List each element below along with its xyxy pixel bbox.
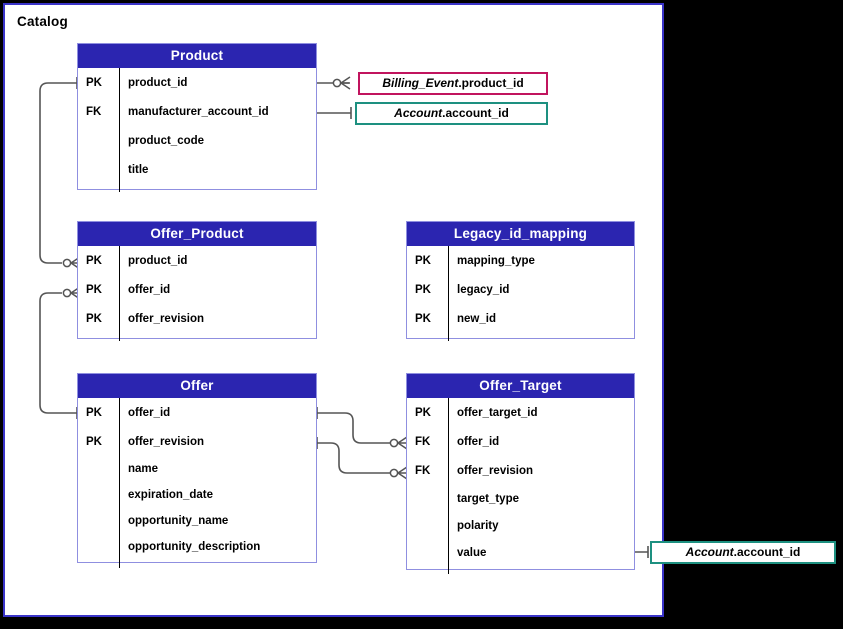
- attribute-row[interactable]: FK offer_id: [407, 427, 634, 456]
- attribute-row[interactable]: PK offer_target_id: [407, 398, 634, 427]
- attribute-name: name: [128, 463, 159, 475]
- entity-offer-target[interactable]: Offer_Target PK offer_target_id FK offer…: [406, 373, 635, 574]
- attribute-key: PK: [415, 406, 431, 419]
- entity-offer-product-title: Offer_Product: [78, 222, 316, 246]
- attribute-key: PK: [415, 283, 431, 296]
- external-ref-attribute-name: .account_id: [733, 545, 801, 559]
- external-ref-account-account-id-top[interactable]: Account.account_id: [355, 102, 548, 125]
- attribute-name: manufacturer_account_id: [128, 105, 269, 118]
- external-ref-entity-name: Billing_Event: [382, 76, 459, 90]
- attribute-row[interactable]: polarity: [407, 512, 634, 539]
- attribute-key: PK: [86, 283, 102, 296]
- attribute-row[interactable]: PK offer_id: [78, 275, 316, 304]
- attribute-row[interactable]: opportunity_name: [78, 508, 316, 534]
- entity-legacy-id-mapping-title: Legacy_id_mapping: [407, 222, 634, 246]
- attribute-name: offer_id: [128, 406, 171, 419]
- entity-product-title: Product: [78, 44, 316, 68]
- attribute-row[interactable]: PK product_id: [78, 246, 316, 275]
- attribute-name: offer_id: [457, 435, 500, 448]
- attribute-row[interactable]: PK new_id: [407, 304, 634, 333]
- attribute-key: PK: [415, 312, 431, 325]
- external-ref-attribute-name: .product_id: [458, 76, 524, 90]
- attribute-name: offer_id: [128, 283, 171, 296]
- entity-offer[interactable]: Offer PK offer_id PK offer_revision name…: [77, 373, 317, 568]
- entity-offer-title: Offer: [78, 374, 316, 398]
- attribute-key: FK: [415, 435, 431, 448]
- attribute-row[interactable]: product_code: [78, 126, 316, 155]
- entity-bottom-pad: [78, 560, 316, 568]
- attribute-row[interactable]: FK offer_revision: [407, 456, 634, 485]
- attribute-name: offer_target_id: [457, 406, 538, 419]
- attribute-row[interactable]: PK mapping_type: [407, 246, 634, 275]
- attribute-row[interactable]: PK offer_id: [78, 398, 316, 427]
- attribute-name: target_type: [457, 492, 519, 505]
- entity-offer-attributes: PK offer_id PK offer_revision name expir…: [78, 398, 316, 568]
- attribute-row[interactable]: PK offer_revision: [78, 427, 316, 456]
- attribute-name: legacy_id: [457, 283, 510, 296]
- attribute-row[interactable]: title: [78, 155, 316, 184]
- attribute-row[interactable]: expiration_date: [78, 482, 316, 508]
- attribute-row[interactable]: opportunity_description: [78, 534, 316, 560]
- external-ref-account-account-id-bottom[interactable]: Account.account_id: [650, 541, 836, 564]
- entity-bottom-pad: [407, 333, 634, 341]
- attribute-row[interactable]: value: [407, 539, 634, 566]
- attribute-key: PK: [86, 406, 102, 419]
- attribute-name: opportunity_description: [128, 541, 261, 553]
- external-ref-billing-event-product-id[interactable]: Billing_Event.product_id: [358, 72, 548, 95]
- attribute-name: product_code: [128, 134, 205, 147]
- entity-product-attributes: PK product_id FK manufacturer_account_id…: [78, 68, 316, 192]
- attribute-name: opportunity_name: [128, 515, 229, 527]
- attribute-name: offer_revision: [457, 464, 534, 477]
- entity-bottom-pad: [78, 184, 316, 192]
- attribute-name: title: [128, 163, 149, 176]
- attribute-key: FK: [86, 105, 102, 118]
- attribute-name: product_id: [128, 76, 188, 89]
- attribute-name: new_id: [457, 312, 496, 325]
- attribute-name: product_id: [128, 254, 188, 267]
- external-ref-attribute-name: .account_id: [442, 106, 509, 120]
- entity-bottom-pad: [407, 566, 634, 574]
- attribute-key: PK: [86, 435, 102, 448]
- attribute-row[interactable]: PK legacy_id: [407, 275, 634, 304]
- attribute-row[interactable]: name: [78, 456, 316, 482]
- entity-offer-product-attributes: PK product_id PK offer_id PK offer_revis…: [78, 246, 316, 341]
- attribute-row[interactable]: target_type: [407, 485, 634, 512]
- entity-offer-product[interactable]: Offer_Product PK product_id PK offer_id …: [77, 221, 317, 341]
- catalog-label: Catalog: [17, 14, 68, 29]
- entity-legacy-id-mapping[interactable]: Legacy_id_mapping PK mapping_type PK leg…: [406, 221, 635, 341]
- entity-legacy-id-mapping-attributes: PK mapping_type PK legacy_id PK new_id: [407, 246, 634, 341]
- attribute-key: PK: [415, 254, 431, 267]
- attribute-row[interactable]: FK manufacturer_account_id: [78, 97, 316, 126]
- attribute-name: expiration_date: [128, 489, 213, 501]
- attribute-key: PK: [86, 312, 102, 325]
- external-ref-entity-name: Account: [394, 106, 443, 120]
- entity-product[interactable]: Product PK product_id FK manufacturer_ac…: [77, 43, 317, 192]
- attribute-name: offer_revision: [128, 312, 205, 325]
- entity-offer-target-title: Offer_Target: [407, 374, 634, 398]
- attribute-row[interactable]: PK product_id: [78, 68, 316, 97]
- external-ref-entity-name: Account: [685, 545, 734, 559]
- attribute-key: PK: [86, 254, 102, 267]
- attribute-key: PK: [86, 76, 102, 89]
- attribute-name: mapping_type: [457, 254, 535, 267]
- entity-offer-target-attributes: PK offer_target_id FK offer_id FK offer_…: [407, 398, 634, 574]
- attribute-name: polarity: [457, 519, 499, 532]
- attribute-name: value: [457, 546, 487, 559]
- attribute-key: FK: [415, 464, 431, 477]
- attribute-name: offer_revision: [128, 435, 205, 448]
- attribute-row[interactable]: PK offer_revision: [78, 304, 316, 333]
- entity-bottom-pad: [78, 333, 316, 341]
